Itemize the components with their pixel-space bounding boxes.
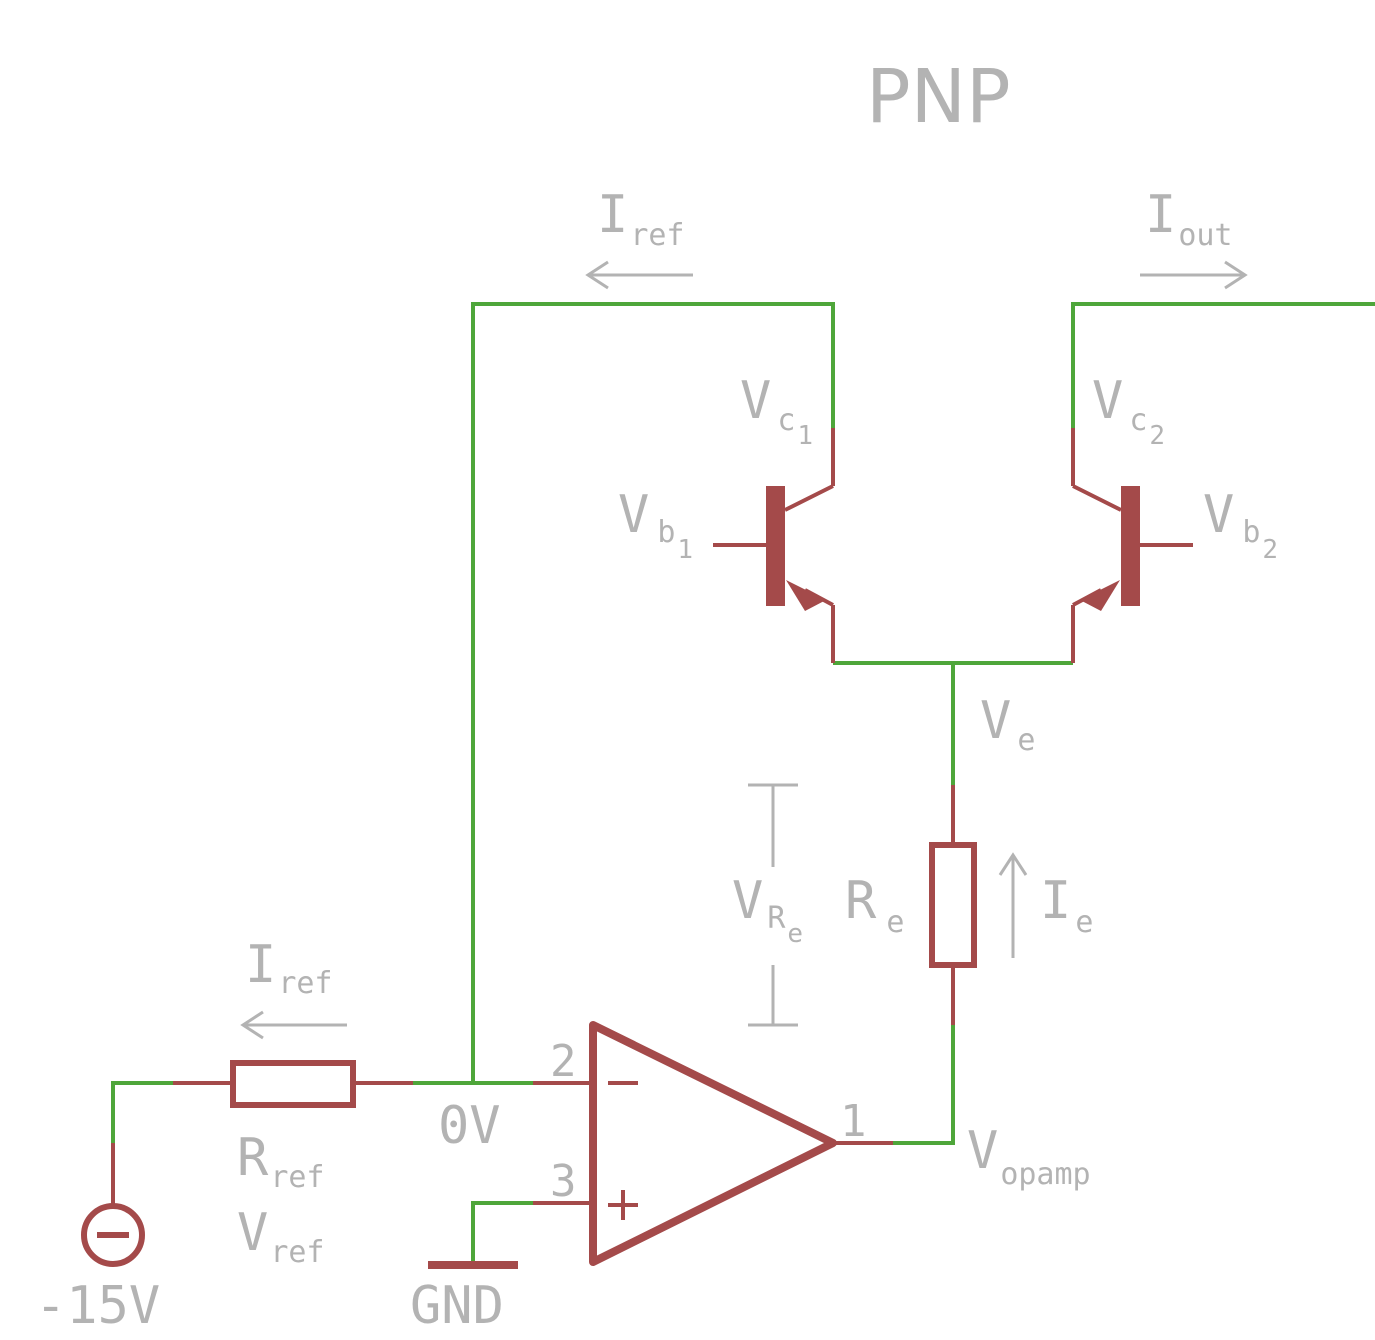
transistor-q1 xyxy=(713,428,835,663)
label-iref-bottom: Iref xyxy=(245,935,333,1001)
q1-base-bar xyxy=(766,486,785,606)
wire-re-to-opamp-output xyxy=(893,1025,955,1145)
iout-arrowhead xyxy=(1224,260,1248,290)
pin-1-label: 1 xyxy=(840,1096,867,1147)
label-minus-15v: -15V xyxy=(35,1276,160,1336)
q2-base-bar xyxy=(1121,486,1140,606)
label-0v: 0V xyxy=(438,1096,501,1156)
label-vopamp: Vopamp xyxy=(967,1121,1091,1192)
pin-2-label: 2 xyxy=(550,1036,577,1087)
annotations xyxy=(240,260,1248,1040)
q2-emitter-arrow xyxy=(1080,580,1120,611)
wire-collector1-to-inverting-node xyxy=(471,302,835,1083)
wire-gnd-to-noninverting xyxy=(471,1201,533,1263)
wires xyxy=(111,302,1375,1263)
ground-symbol xyxy=(428,1261,518,1269)
pin-3-label: 3 xyxy=(550,1156,577,1207)
opamp: 2 3 1 xyxy=(533,1021,893,1266)
voltage-source xyxy=(81,1143,145,1267)
resistor-re xyxy=(929,785,977,1025)
q1-emitter-arrow xyxy=(786,580,826,611)
transistor-q2 xyxy=(1071,428,1193,663)
ie-arrowhead xyxy=(998,852,1028,876)
iref-top-arrowhead xyxy=(585,260,609,290)
iref-bottom-arrowhead xyxy=(240,1010,264,1040)
wire-source-to-rref xyxy=(111,1081,173,1143)
label-gnd: GND xyxy=(410,1276,504,1336)
label-rref: Rref xyxy=(237,1128,325,1195)
resistor-rref xyxy=(173,1060,413,1108)
label-vref: Vref xyxy=(237,1203,325,1270)
label-iout: Iout xyxy=(1145,185,1233,253)
wire-collector2-output xyxy=(1071,302,1375,428)
label-iref-top: Iref xyxy=(597,185,685,253)
schematic-title: PNP xyxy=(866,54,1011,140)
